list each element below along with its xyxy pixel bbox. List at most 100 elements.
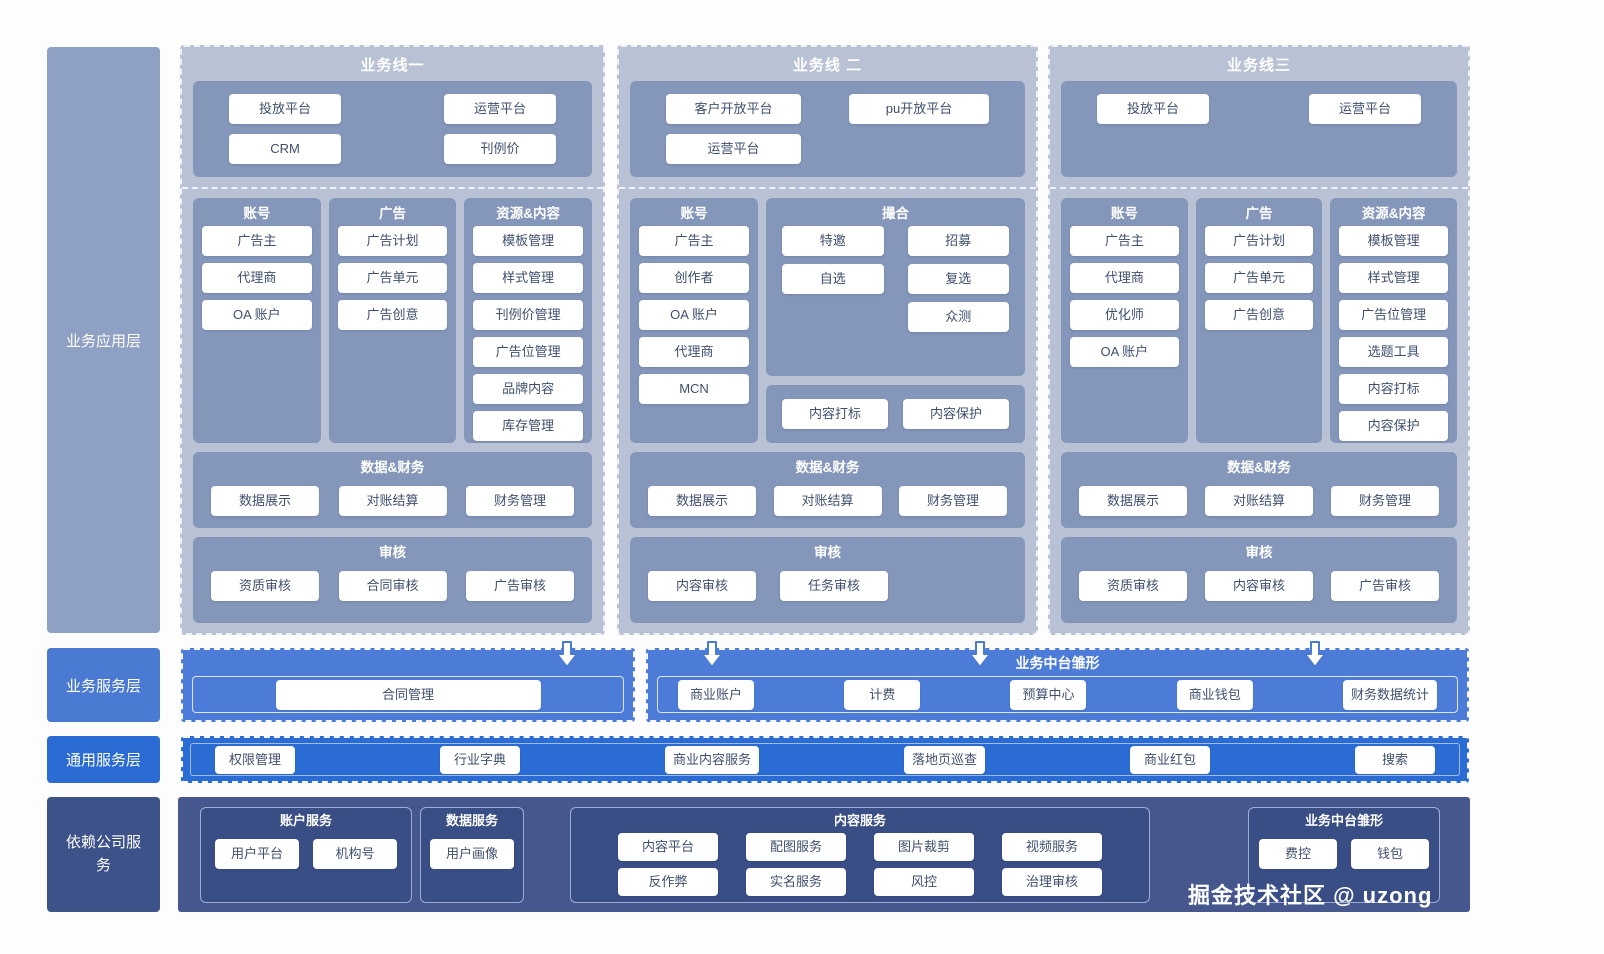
matching-left: 特邀自选 (770, 226, 896, 332)
module-box: 治理审核 (1002, 868, 1102, 896)
section-items: 内容审核任务审核 (640, 565, 1015, 601)
module-box: 预算中心 (1010, 679, 1087, 710)
module-box: 内容审核 (1205, 571, 1313, 601)
module-box: OA 账户 (639, 300, 749, 330)
group-items: 用户画像 (421, 839, 523, 869)
layer-label-common-service: 通用服务层 (47, 736, 160, 783)
section-items: 广告主代理商 OA 账户 (202, 226, 312, 330)
section-items: 数据展示对账结算财务管理 (1071, 480, 1447, 516)
module-box: OA 账户 (202, 300, 312, 330)
platform-box: 投放平台 (1097, 94, 1209, 124)
module-box: 合同审核 (338, 571, 447, 601)
module-box: 搜索 (1354, 745, 1435, 774)
module-box: 招募 (907, 226, 1009, 256)
module-box: 用户画像 (430, 839, 514, 869)
module-box: 内容保护 (903, 399, 1009, 429)
section-matching: 撮合 特邀自选 招募复选众测 (766, 198, 1025, 376)
module-box: 广告位管理 (473, 337, 584, 367)
layer-label-business-application: 业务应用层 (47, 47, 160, 633)
module-box: 优化师 (1070, 300, 1179, 330)
section-title: 广告 (379, 206, 406, 221)
section-items: 内容打标内容保护 (766, 399, 1025, 429)
module-box: 品牌内容 (473, 374, 584, 404)
module-box: 视频服务 (1002, 833, 1102, 861)
module-box: 数据展示 (211, 486, 319, 516)
module-box: 众测 (907, 302, 1009, 332)
module-box: 商业红包 (1129, 745, 1210, 774)
module-box: 内容审核 (648, 571, 756, 601)
section-items: 模板管理样式管理广告位管理选题工具内容打标内容保护 (1339, 226, 1449, 441)
group-title: 数据服务 (445, 813, 498, 828)
middle-platform-group: 业务中台雏形 费控钱包 (1248, 807, 1440, 903)
module-box: 对账结算 (1205, 486, 1313, 516)
module-box: 用户平台 (215, 839, 299, 869)
section-title: 账号 (680, 206, 708, 221)
module-box: 自选 (782, 264, 884, 294)
module-box: 落地页巡查 (903, 745, 985, 774)
section-title: 资源&内容 (1361, 206, 1426, 221)
module-box: 模板管理 (1339, 226, 1449, 256)
down-arrow-icon (701, 641, 723, 668)
down-arrow-icon (969, 641, 991, 668)
business-line-2-platforms: 客户开放平台运营平台 pu开放平台 (630, 81, 1025, 177)
section-title: 资源&内容 (496, 206, 561, 221)
platform-right-list: 运营平台刊例价 (444, 94, 556, 164)
section-title: 账号 (1110, 206, 1138, 221)
business-line-2-right: 撮合 特邀自选 招募复选众测 内容打标内容保护 (766, 198, 1025, 443)
section-title: 账号 (243, 206, 271, 221)
platform-left-list: 投放平台 (1097, 94, 1209, 164)
module-box: 商业钱包 (1176, 679, 1253, 710)
module-box: 图片裁剪 (874, 833, 974, 861)
module-box: 内容打标 (782, 399, 888, 429)
section-title: 审核 (379, 545, 406, 560)
group-title: 业务中台雏形 (1304, 813, 1383, 828)
matching-grid: 特邀自选 招募复选众测 (770, 226, 1021, 332)
section-account: 账号 广告主代理商 OA 账户 (193, 198, 321, 443)
section-data-finance: 数据&财务 数据展示对账结算财务管理 (1061, 452, 1457, 528)
module-box: 内容保护 (1339, 411, 1449, 441)
module-box: 反作弊 (618, 868, 718, 896)
section-data-finance: 数据&财务 数据展示对账结算财务管理 (193, 452, 592, 528)
module-box: 数据展示 (648, 486, 756, 516)
module-box: 内容平台 (618, 833, 718, 861)
company-dependency-layer-box: 账户服务 用户平台机构号 数据服务 用户画像 内容服务 内容平台配图服务图片裁剪… (178, 797, 1470, 912)
module-box: 合同管理 (275, 679, 541, 710)
module-box: 广告创意 (1204, 300, 1314, 330)
business-line-3-platforms: 投放平台 运营平台 (1061, 81, 1457, 177)
module-box: 计费 (844, 679, 921, 710)
section-audit: 审核 资质审核合同审核广告审核 (193, 537, 592, 623)
module-box: 样式管理 (1339, 263, 1449, 293)
platform-box: 运营平台 (444, 94, 556, 124)
dashed-divider (182, 187, 603, 189)
module-box: 对账结算 (338, 486, 447, 516)
module-box: 特邀 (782, 226, 884, 256)
module-box: 选题工具 (1339, 337, 1449, 367)
module-box: 广告计划 (337, 226, 448, 256)
business-line-3-title: 业务线三 (1226, 57, 1291, 74)
business-middle-platform-box: 业务中台雏形 商业账户计费预算中心商业钱包财务数据统计 (646, 648, 1469, 722)
dashed-divider (619, 187, 1036, 189)
section-title: 数据&财务 (795, 460, 860, 475)
platform-box: 刊例价 (444, 134, 556, 164)
module-box: 广告主 (202, 226, 312, 256)
section-resource-content: 资源&内容 模板管理样式管理广告位管理选题工具内容打标内容保护 (1330, 198, 1458, 443)
module-box: 数据展示 (1079, 486, 1187, 516)
module-box: 代理商 (202, 263, 312, 293)
layer-label-business-service: 业务服务层 (47, 648, 160, 722)
section-items: 数据展示对账结算财务管理 (203, 480, 582, 516)
platform-right-list: 运营平台 (1309, 94, 1421, 164)
section-items: 资质审核内容审核广告审核 (1071, 565, 1447, 601)
module-box: 广告审核 (1331, 571, 1439, 601)
module-box: 广告单元 (1204, 263, 1314, 293)
common-service-items: 权限管理行业字典商业内容服务落地页巡查商业红包搜索 (190, 743, 1460, 776)
section-items: 广告计划广告单元广告创意 (337, 226, 448, 330)
layer-label-company-dependency: 依赖公司服务 (47, 797, 160, 912)
module-box: 资质审核 (1079, 571, 1187, 601)
section-audit: 审核 内容审核任务审核 (630, 537, 1025, 623)
